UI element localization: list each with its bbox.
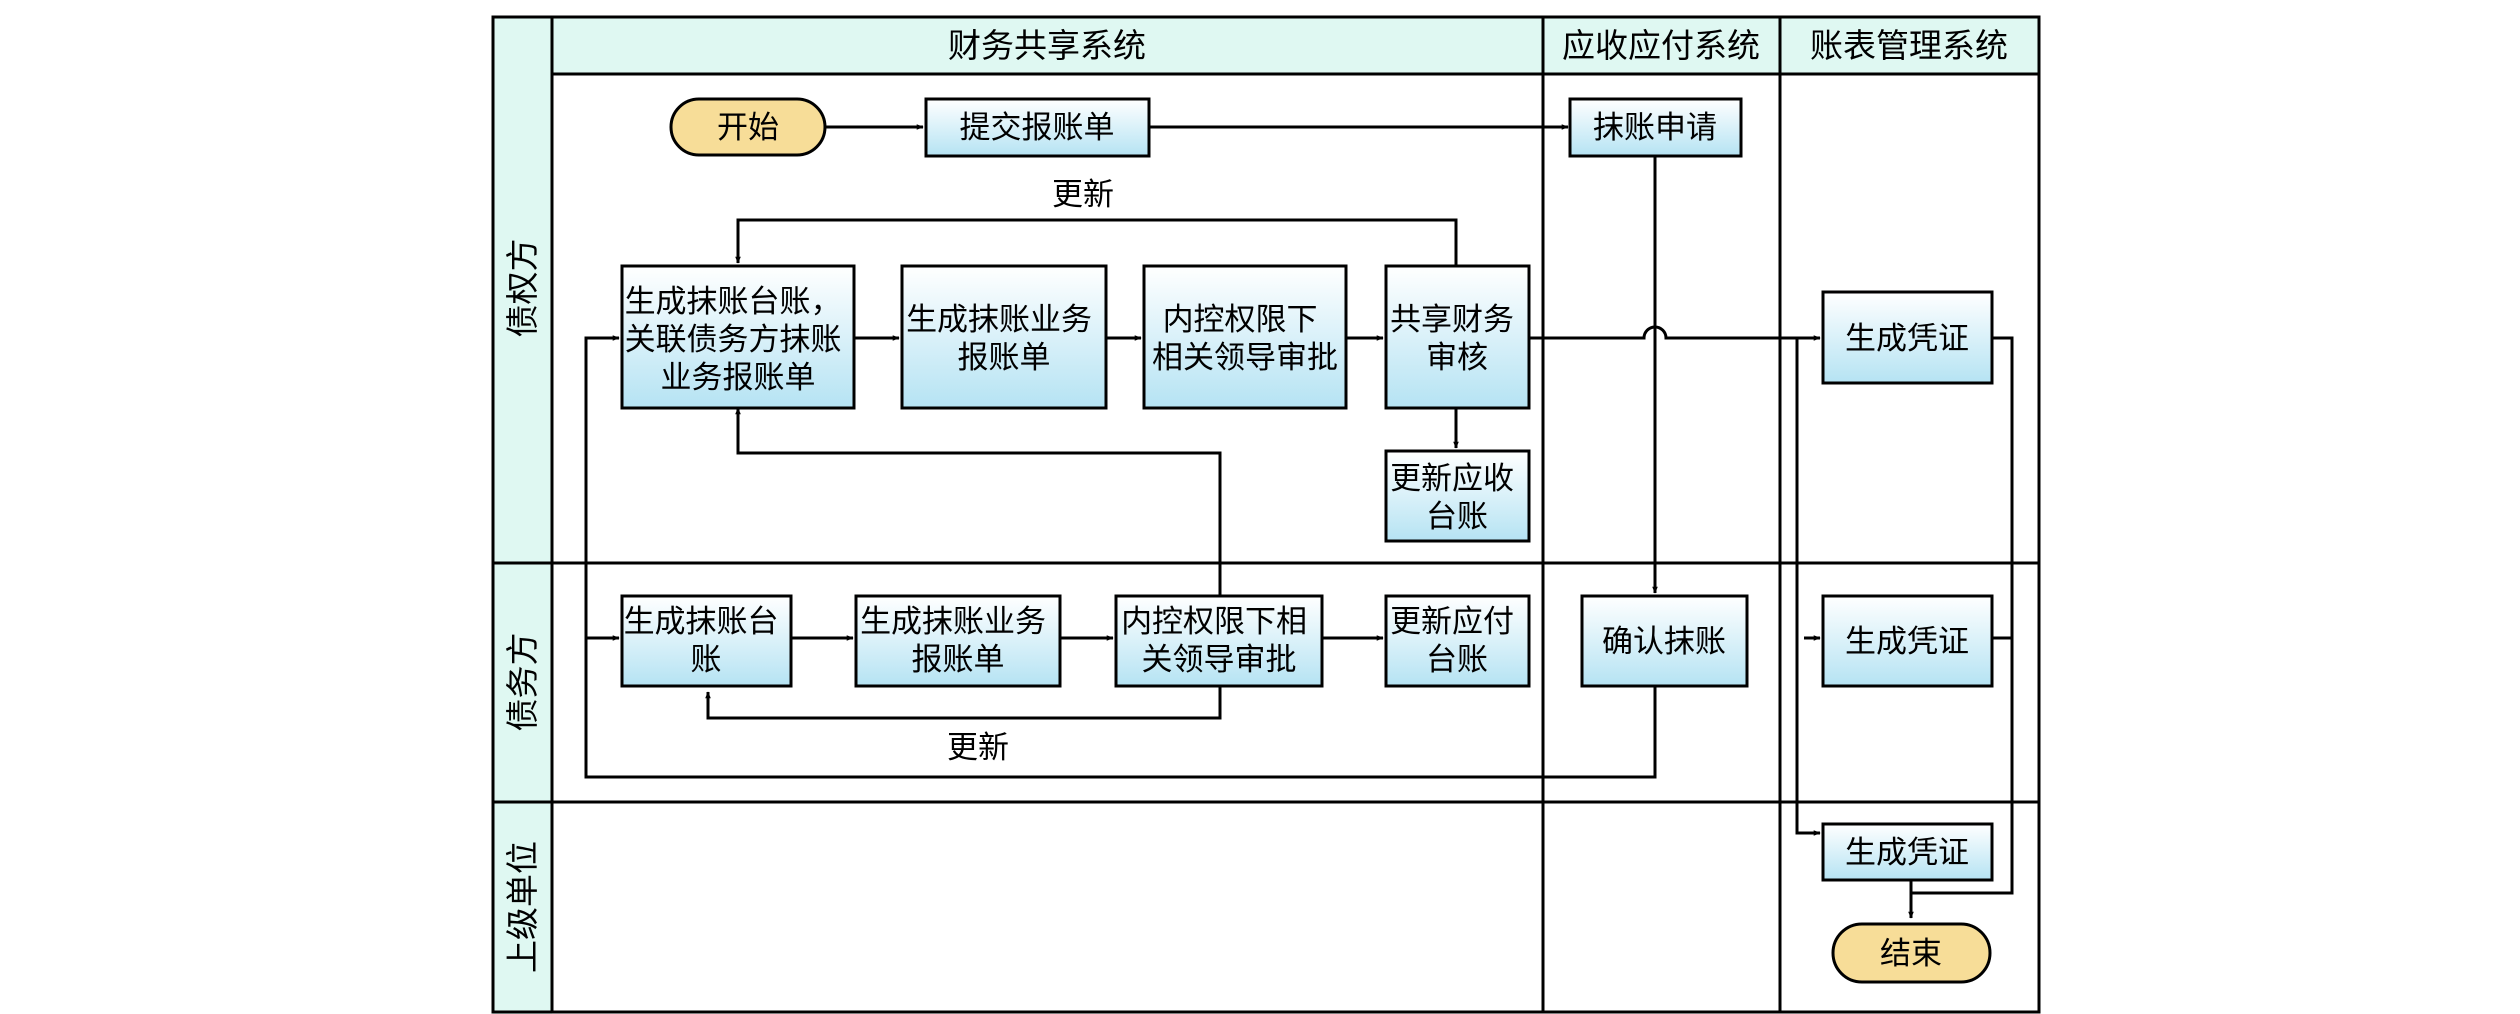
arrow-audit-update-loop bbox=[735, 218, 1458, 293]
submit-bill-node bbox=[924, 97, 1151, 158]
arrow-db-approve-to-cr-ledger bbox=[735, 407, 1222, 598]
submit-bill-label: 提交报账单 bbox=[960, 110, 1115, 146]
cr-ledger-node bbox=[620, 264, 856, 410]
confirm-write-off-label: 确认抹账 bbox=[1602, 624, 1726, 660]
cr-bill-node bbox=[900, 264, 1108, 410]
cr-voucher-node bbox=[1821, 290, 1994, 385]
db-approve-label: 内控权限下相 关领导审批 bbox=[1121, 604, 1317, 678]
arrow-confirm-to-cr-ledger bbox=[584, 335, 1657, 779]
cr-update-receivable-node bbox=[1384, 449, 1531, 543]
up-voucher-label: 生成凭证 bbox=[1845, 835, 1969, 871]
lane-title-creditor: 债权方 bbox=[503, 239, 542, 338]
db-bill-node bbox=[854, 594, 1062, 688]
cr-approve-label: 内控权限下 相关领导审批 bbox=[1152, 302, 1338, 376]
db-update-payable-node bbox=[1384, 594, 1531, 688]
system-title-finance-sharing: 财务共享系统 bbox=[948, 26, 1146, 65]
lane-title-superior-unit: 上级单位 bbox=[503, 841, 542, 973]
swimlane-grid bbox=[491, 15, 2041, 1014]
cr-ledger-label: 生成抹账台账， 关联债务方抹账 业务报账单 bbox=[625, 284, 852, 396]
cr-update-receivable-label: 更新应收 台账 bbox=[1390, 461, 1524, 535]
db-update-payable-label: 更新应付 台账 bbox=[1390, 604, 1524, 678]
db-approve-node bbox=[1114, 594, 1324, 688]
header-row bbox=[552, 17, 2039, 74]
arrow-db-approve-update-loop bbox=[705, 686, 1222, 720]
cr-bill-label: 生成抹账业务 报账单 bbox=[906, 302, 1102, 376]
db-ledger-node bbox=[620, 594, 793, 688]
start-node-label: 开始 bbox=[717, 110, 779, 146]
end-node-label: 结束 bbox=[1880, 936, 1942, 972]
write-off-request-node bbox=[1568, 97, 1743, 158]
db-voucher-node bbox=[1821, 594, 1994, 688]
update-label-debtor: 更新 bbox=[947, 730, 1009, 766]
system-title-ledger-management: 账表管理系统 bbox=[1810, 26, 2008, 65]
lane-title-debtor: 债务方 bbox=[503, 633, 542, 732]
arrow-audit-to-superior-voucher bbox=[1795, 338, 1821, 836]
system-title-receivable-payable: 应收应付系统 bbox=[1562, 26, 1760, 65]
confirm-write-off-node bbox=[1580, 594, 1749, 688]
up-voucher-node bbox=[1821, 822, 1994, 882]
update-label-creditor: 更新 bbox=[1052, 177, 1114, 213]
db-voucher-label: 生成凭证 bbox=[1845, 624, 1969, 660]
line-cr-voucher-to-end bbox=[1911, 336, 2014, 895]
start-node bbox=[669, 97, 827, 157]
end-node bbox=[1831, 922, 1992, 984]
db-ledger-label: 生成抹账台 账 bbox=[624, 604, 789, 678]
cr-share-audit-label: 共享财务 审核 bbox=[1390, 302, 1524, 376]
cr-voucher-label: 生成凭证 bbox=[1845, 321, 1969, 357]
arrow-audit-to-voucher bbox=[1529, 325, 1821, 341]
cr-share-audit-node bbox=[1384, 264, 1531, 410]
write-off-request-label: 抹账申请 bbox=[1593, 110, 1717, 146]
connectors bbox=[584, 124, 2014, 919]
lane-label-column bbox=[493, 17, 552, 1014]
cr-approve-node bbox=[1142, 264, 1348, 410]
db-bill-label: 生成抹账业务 报账单 bbox=[860, 604, 1056, 678]
